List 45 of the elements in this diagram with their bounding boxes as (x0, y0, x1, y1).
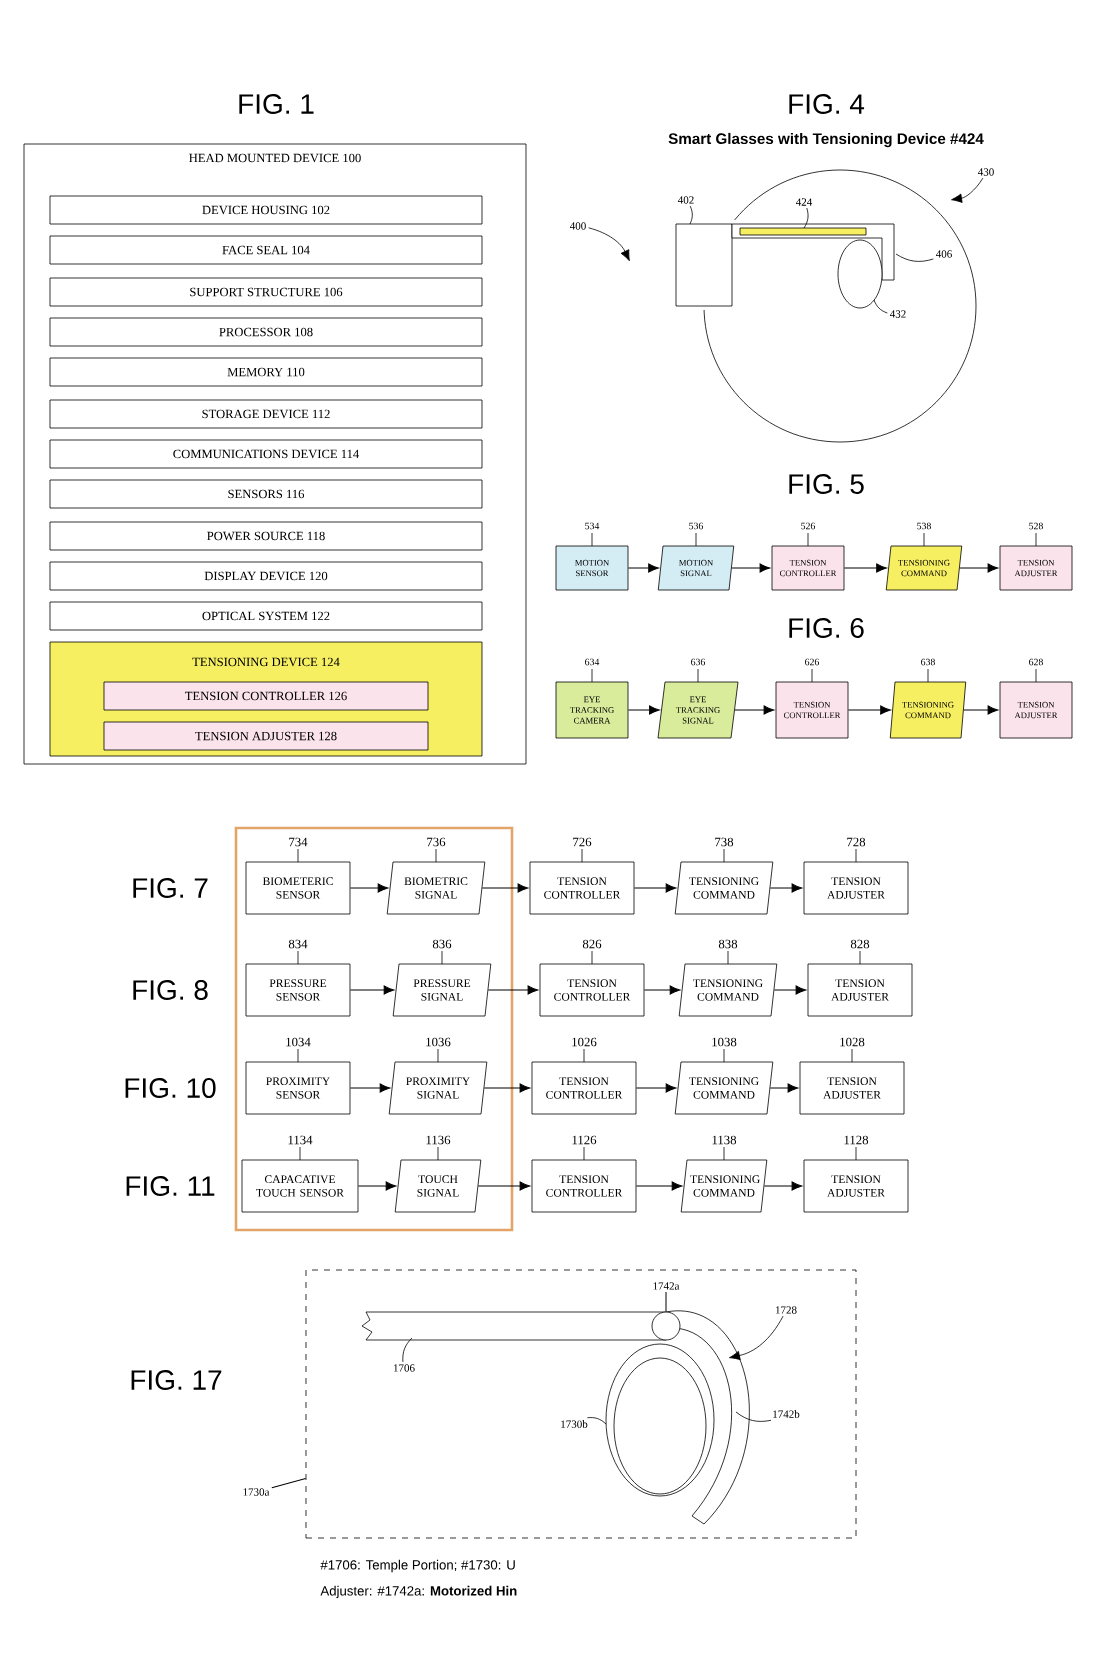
leader-arrow (588, 227, 630, 262)
arrow (734, 705, 775, 715)
leader-arrow (729, 1315, 784, 1361)
arrow (635, 1083, 677, 1093)
arrow (635, 1181, 683, 1191)
arrow (349, 1083, 391, 1093)
dashed-frame (305, 1269, 857, 1539)
arrow (773, 985, 807, 995)
figure-label: FIG. 11 (126, 1176, 215, 1196)
leader-arrow (951, 177, 984, 203)
arrow (349, 883, 389, 893)
leader-line (803, 207, 809, 229)
arrow (487, 985, 539, 995)
leader-line (735, 1411, 772, 1422)
arrow (847, 705, 891, 715)
figure-label: FIG. 10 (125, 1078, 216, 1098)
figure-label: FIG. 4 (789, 94, 865, 114)
figure-label: FIG. 7 (133, 878, 208, 898)
arrow (963, 705, 999, 715)
figure-label: FIG. 1 (239, 94, 314, 114)
arrow (643, 985, 681, 995)
leader-line (873, 299, 888, 314)
arrow (769, 883, 803, 893)
arrow (349, 985, 395, 995)
hinge-circle (651, 1311, 681, 1341)
arrow (731, 563, 771, 573)
arrow (483, 1083, 531, 1093)
arrow (477, 1181, 531, 1191)
leader-line (402, 1337, 413, 1363)
figure-label: FIG. 8 (133, 980, 208, 1000)
arrow (843, 563, 887, 573)
figure-label: FIG. 17 (131, 1370, 222, 1390)
arrow (627, 705, 660, 715)
leader-line (689, 205, 693, 225)
leader-line (895, 253, 934, 262)
figure-label: FIG. 5 (789, 474, 864, 494)
arrow (633, 883, 677, 893)
leader-line (587, 1417, 607, 1425)
arrow (763, 1181, 803, 1191)
arrow (627, 563, 659, 573)
figure-label: FIG. 6 (789, 618, 864, 638)
arrow (959, 563, 999, 573)
arrow (769, 1083, 799, 1093)
arrow (481, 883, 529, 893)
arrow (357, 1181, 397, 1191)
